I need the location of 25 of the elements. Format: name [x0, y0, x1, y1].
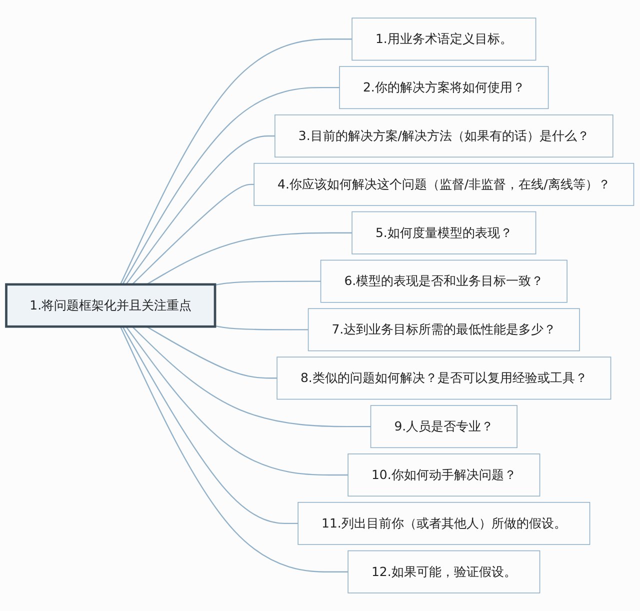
connector: [122, 326, 298, 524]
connector: [214, 325, 308, 330]
node-box: 10.你如何动手解决问题？: [348, 454, 540, 496]
node-box: 1.用业务术语定义目标。: [352, 18, 536, 61]
node-box: 11.列出目前你（或者其他人）所做的假设。: [298, 502, 590, 545]
node-box: 2.你的解决方案将如何使用？: [339, 66, 549, 110]
connector: [146, 232, 352, 285]
connector: [120, 326, 348, 572]
node-box: 8.类似的问题如何解决？是否可以复用经验或工具？: [276, 356, 612, 400]
node-box: 5.如何度量模型的表现？: [352, 211, 536, 254]
node-box: 12.如果可能，验证假设。: [348, 550, 540, 594]
connector: [126, 135, 275, 285]
connector: [132, 184, 254, 285]
connector: [126, 326, 348, 476]
node-box: 4.你应该如何解决这个问题（监督/非监督，在线/离线等）？: [254, 162, 634, 206]
connector: [214, 280, 321, 286]
node-box: 3.目前的解决方案/解决方法（如果有的话）是什么？: [274, 114, 614, 158]
connector: [120, 38, 352, 285]
connector: [132, 326, 371, 428]
node-box: 7.达到业务目标所需的最低性能是多少？: [308, 308, 580, 352]
node-box: 1.将问题框架化并且关注重点: [5, 283, 216, 328]
node-box: 9.人员是否专业？: [370, 405, 518, 448]
connector: [146, 326, 278, 379]
node-box: 6.模型的表现是否和业务目标一致？: [320, 260, 568, 303]
connector: [122, 86, 340, 285]
